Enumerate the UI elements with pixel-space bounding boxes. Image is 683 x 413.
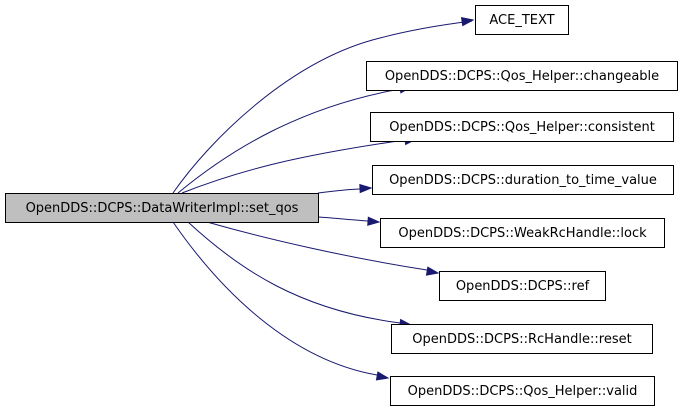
node-label-valid: OpenDDS::DCPS::Qos_Helper::valid bbox=[408, 384, 638, 399]
node-box-reset bbox=[391, 324, 653, 354]
target-node-valid[interactable]: OpenDDS::DCPS::Qos_Helper::valid bbox=[390, 376, 655, 406]
node-label-ref: OpenDDS::DCPS::ref bbox=[456, 279, 590, 294]
edge-set_qos-to-ace_text bbox=[172, 20, 473, 194]
edge-set_qos-to-duration_to_time_value bbox=[317, 188, 361, 194]
node-box-duration_to_time_value bbox=[372, 165, 674, 195]
node-label-changeable: OpenDDS::DCPS::Qos_Helper::changeable bbox=[385, 69, 659, 84]
target-node-lock[interactable]: OpenDDS::DCPS::WeakRcHandle::lock bbox=[380, 218, 665, 248]
edge-set_qos-to-reset bbox=[187, 221, 401, 324]
edge-set_qos-to-valid bbox=[172, 221, 378, 376]
node-box-set_qos bbox=[5, 193, 319, 223]
node-box-consistent bbox=[370, 112, 674, 142]
node-label-ace_text: ACE_TEXT bbox=[489, 13, 554, 28]
arrowhead-lock bbox=[367, 216, 381, 226]
node-box-valid bbox=[390, 376, 655, 406]
edge-set_qos-to-ref bbox=[206, 221, 428, 271]
arrowhead-ref bbox=[425, 266, 440, 276]
arrowhead-duration_to_time_value bbox=[359, 183, 373, 194]
node-label-set_qos: OpenDDS::DCPS::DataWriterImpl::set_qos bbox=[26, 201, 299, 216]
source-node-set_qos[interactable]: OpenDDS::DCPS::DataWriterImpl::set_qos bbox=[5, 193, 319, 223]
node-label-reset: OpenDDS::DCPS::RcHandle::reset bbox=[412, 332, 631, 347]
target-node-duration_to_time_value[interactable]: OpenDDS::DCPS::duration_to_time_value bbox=[372, 165, 674, 195]
node-box-changeable bbox=[366, 61, 678, 91]
node-box-lock bbox=[380, 218, 665, 248]
target-node-ref[interactable]: OpenDDS::DCPS::ref bbox=[439, 271, 606, 301]
nodes-layer: OpenDDS::DCPS::DataWriterImpl::set_qos AC… bbox=[5, 5, 678, 406]
node-box-ref bbox=[439, 271, 606, 301]
edge-set_qos-to-lock bbox=[317, 216, 369, 222]
edge-set_qos-to-changeable bbox=[177, 88, 401, 194]
arrowhead-ace_text bbox=[460, 17, 475, 27]
target-node-consistent[interactable]: OpenDDS::DCPS::Qos_Helper::consistent bbox=[370, 112, 674, 142]
target-node-changeable[interactable]: OpenDDS::DCPS::Qos_Helper::changeable bbox=[366, 61, 678, 91]
node-label-consistent: OpenDDS::DCPS::Qos_Helper::consistent bbox=[389, 120, 655, 135]
edge-set_qos-to-consistent bbox=[181, 139, 406, 194]
target-node-reset[interactable]: OpenDDS::DCPS::RcHandle::reset bbox=[391, 324, 653, 354]
node-label-duration_to_time_value: OpenDDS::DCPS::duration_to_time_value bbox=[389, 173, 657, 188]
node-label-lock: OpenDDS::DCPS::WeakRcHandle::lock bbox=[398, 226, 647, 241]
target-node-ace_text[interactable]: ACE_TEXT bbox=[475, 5, 569, 35]
node-box-ace_text bbox=[475, 5, 569, 35]
arrowhead-valid bbox=[375, 371, 390, 381]
